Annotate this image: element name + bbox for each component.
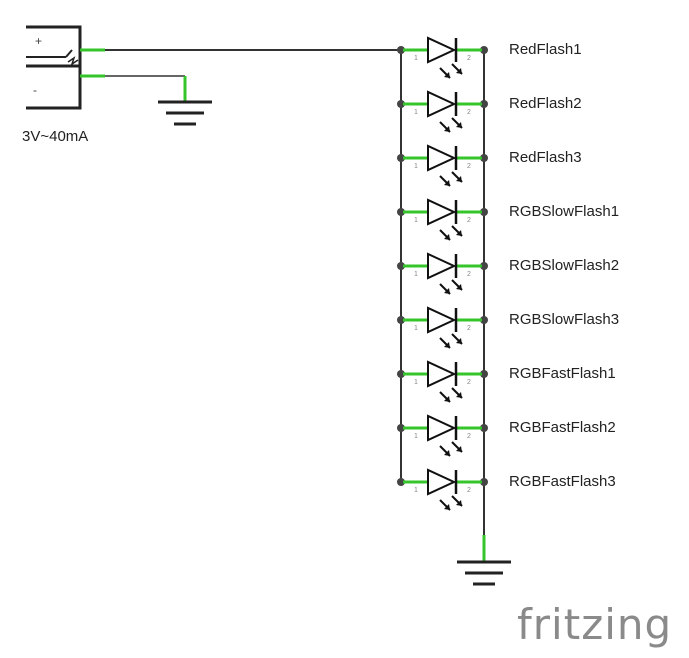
pin-1-label: 1 <box>414 217 418 224</box>
bolt-icon <box>67 56 79 66</box>
diode-triangle <box>427 414 457 442</box>
junction-dot <box>397 370 405 378</box>
diode-triangle <box>427 90 457 118</box>
junction-dot <box>397 208 405 216</box>
pin-1-label: 1 <box>414 487 418 494</box>
junction-dot <box>480 154 488 162</box>
pin-2-label: 2 <box>467 271 471 278</box>
ground-symbol-left <box>158 100 212 126</box>
junction-dot <box>397 46 405 54</box>
minus-sign: - <box>33 83 37 97</box>
junction-dot <box>480 316 488 324</box>
diode-triangle <box>427 144 457 172</box>
diode-triangle <box>427 198 457 226</box>
led-label: RedFlash1 <box>509 41 582 58</box>
diode-triangle <box>427 306 457 334</box>
junction-dot <box>480 262 488 270</box>
pin-2-label: 2 <box>467 109 471 116</box>
diode-triangle <box>427 360 457 388</box>
led-label: RGBSlowFlash2 <box>509 257 620 274</box>
junction-dot <box>480 208 488 216</box>
junction-dot <box>480 370 488 378</box>
led-label: RGBFastFlash3 <box>509 473 616 490</box>
pin-2-label: 2 <box>467 217 471 224</box>
diode-triangle <box>427 252 457 280</box>
junction-dot <box>397 478 405 486</box>
ground-symbol-right <box>457 560 511 586</box>
led-label: RedFlash3 <box>509 149 582 166</box>
pin-2-label: 2 <box>467 163 471 170</box>
pin-1-label: 1 <box>414 379 418 386</box>
battery-symbol: + - <box>26 25 82 110</box>
source-rating-label: 3V~40mA <box>22 128 89 145</box>
led-label: RGBSlowFlash1 <box>509 203 620 220</box>
pin-2-label: 2 <box>467 325 471 332</box>
plus-sign: + <box>35 34 42 48</box>
diode-triangle <box>427 468 457 496</box>
diode-triangle <box>427 36 457 64</box>
supply-wires <box>80 48 400 102</box>
pin-1-label: 1 <box>414 163 418 170</box>
led-label: RedFlash2 <box>509 95 582 112</box>
led-label: RGBFastFlash1 <box>509 365 616 382</box>
junction-dot <box>480 100 488 108</box>
junction-dot <box>397 424 405 432</box>
pin-1-label: 1 <box>414 271 418 278</box>
pin-2-label: 2 <box>467 55 471 62</box>
junction-dot <box>480 478 488 486</box>
junction-dot <box>480 46 488 54</box>
junction-dot <box>397 316 405 324</box>
pin-2-label: 2 <box>467 487 471 494</box>
pin-1-label: 1 <box>414 55 418 62</box>
pin-1-label: 1 <box>414 325 418 332</box>
pin-1-label: 1 <box>414 433 418 440</box>
junction-dot <box>397 262 405 270</box>
pin-2-label: 2 <box>467 433 471 440</box>
led-label: RGBFastFlash2 <box>509 419 616 436</box>
pin-1-label: 1 <box>414 109 418 116</box>
junction-dot <box>397 154 405 162</box>
fritzing-watermark: fritzing <box>517 600 673 649</box>
pin-2-label: 2 <box>467 379 471 386</box>
led-label: RGBSlowFlash3 <box>509 311 620 328</box>
junction-dot <box>480 424 488 432</box>
junction-dot <box>397 100 405 108</box>
